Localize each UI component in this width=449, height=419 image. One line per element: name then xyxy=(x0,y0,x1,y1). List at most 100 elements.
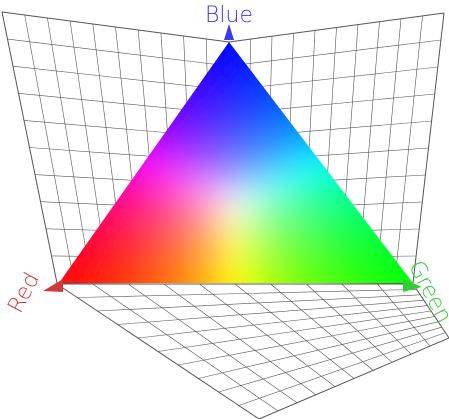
gradient-cell xyxy=(300,60,311,71)
gradient-cell xyxy=(420,190,431,201)
gradient-cell xyxy=(90,30,101,41)
gradient-cell xyxy=(300,70,311,81)
gradient-cell xyxy=(380,60,391,71)
gradient-cell xyxy=(320,270,331,281)
gradient-cell xyxy=(320,250,331,261)
gradient-cell xyxy=(370,300,381,311)
gradient-cell xyxy=(200,230,211,241)
gradient-cell xyxy=(90,170,101,181)
gradient-cell xyxy=(180,42,191,51)
gradient-cell xyxy=(380,280,391,283)
gradient-cell xyxy=(270,190,281,201)
gradient-cell xyxy=(220,230,231,241)
gradient-cell xyxy=(190,280,201,283)
gradient-cell xyxy=(120,240,131,251)
gradient-cell xyxy=(300,220,311,231)
gradient-cell xyxy=(220,140,231,151)
gradient-cell xyxy=(340,250,351,261)
gradient-cell xyxy=(140,220,151,231)
gradient-cell xyxy=(320,30,331,41)
gradient-cell xyxy=(210,220,221,231)
gradient-cell xyxy=(110,110,121,121)
gradient-cell xyxy=(190,150,201,161)
gradient-cell xyxy=(150,50,161,61)
gradient-cell xyxy=(390,260,401,271)
gradient-cell xyxy=(160,70,171,81)
floor-grid-line xyxy=(157,310,432,352)
gradient-cell xyxy=(250,100,261,111)
gradient-cell xyxy=(200,220,211,231)
gradient-cell xyxy=(320,220,331,231)
gradient-cell xyxy=(180,180,191,191)
gradient-cell xyxy=(410,130,413,141)
gradient-cell xyxy=(60,270,71,281)
gradient-cell xyxy=(300,210,311,221)
gradient-cell xyxy=(350,150,361,161)
gradient-cell xyxy=(370,50,381,61)
gradient-cell xyxy=(200,110,211,121)
gradient-cell xyxy=(160,60,171,71)
gradient-cell xyxy=(430,230,441,241)
gradient-cell xyxy=(110,70,121,81)
gradient-cell xyxy=(280,110,291,121)
gradient-cell xyxy=(400,240,411,251)
gradient-cell xyxy=(200,170,211,181)
gradient-cell xyxy=(370,30,381,41)
gradient-cell xyxy=(270,70,281,81)
gradient-cell xyxy=(140,130,151,141)
gradient-cell xyxy=(370,190,381,201)
gradient-cell xyxy=(300,120,311,131)
gradient-cell xyxy=(290,30,301,41)
gradient-cell xyxy=(260,42,271,51)
gradient-cell xyxy=(390,90,401,101)
gradient-cell xyxy=(90,80,101,91)
gradient-cell xyxy=(160,220,171,231)
gradient-cell xyxy=(240,160,251,171)
gradient-cell xyxy=(340,150,351,161)
gradient-cell xyxy=(290,90,301,101)
gradient-cell xyxy=(290,230,301,241)
gradient-cell xyxy=(290,240,301,251)
gradient-cell xyxy=(400,190,411,201)
gradient-cell xyxy=(290,42,301,51)
gradient-cell xyxy=(70,250,81,261)
gradient-cell xyxy=(380,130,391,141)
gradient-cell xyxy=(350,230,361,241)
gradient-cell xyxy=(190,250,201,261)
gradient-cell xyxy=(320,100,331,111)
gradient-cell xyxy=(110,150,121,161)
gradient-cell xyxy=(290,50,301,61)
gradient-cell xyxy=(59,120,61,131)
gradient-cell xyxy=(230,280,241,283)
gradient-cell xyxy=(380,42,391,51)
gradient-cell xyxy=(350,240,361,251)
gradient-cell xyxy=(270,210,281,221)
gradient-cell xyxy=(300,170,311,181)
gradient-cell xyxy=(330,80,341,91)
gradient-cell xyxy=(200,150,211,161)
right-wall-grid-line xyxy=(394,15,423,283)
gradient-cell xyxy=(190,190,201,201)
gradient-cell xyxy=(100,70,111,81)
gradient-cell xyxy=(200,70,211,81)
gradient-cell xyxy=(80,50,91,61)
gradient-cell xyxy=(160,150,171,161)
gradient-cell xyxy=(250,280,261,283)
gradient-cell xyxy=(350,190,361,201)
gradient-cell xyxy=(150,300,161,311)
gradient-cell xyxy=(160,270,171,281)
gradient-cell xyxy=(340,270,351,281)
gradient-cell xyxy=(120,210,131,221)
gradient-cell xyxy=(290,190,301,201)
gradient-cell xyxy=(70,190,81,201)
gradient-cell xyxy=(80,240,91,251)
gradient-cell xyxy=(250,80,261,91)
gradient-cell xyxy=(310,110,321,121)
gradient-cell xyxy=(420,160,431,171)
gradient-cell xyxy=(170,160,181,171)
gradient-cell xyxy=(190,170,201,181)
gradient-cell xyxy=(380,270,391,281)
gradient-cell xyxy=(390,280,401,283)
gradient-cell xyxy=(70,240,81,251)
gradient-cell xyxy=(130,60,141,71)
